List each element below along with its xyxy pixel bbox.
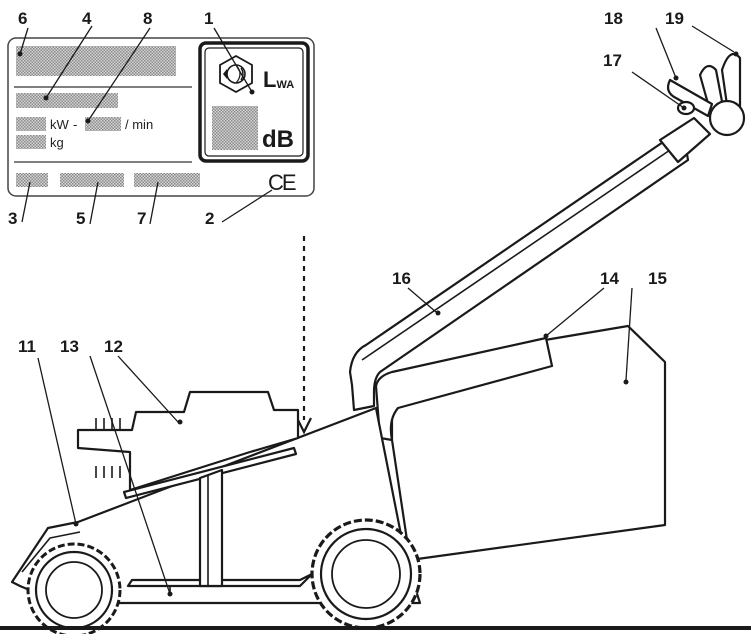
manufacturer-field: [16, 46, 176, 76]
grass-catcher-bag: [374, 324, 667, 562]
callout-3: 3: [8, 209, 17, 228]
callout-8: 8: [143, 9, 152, 28]
callout-4: 4: [82, 9, 92, 28]
weight-field: [16, 135, 46, 149]
ce-mark: CE: [268, 170, 296, 195]
engine-cooling-fins: [95, 418, 121, 478]
power-unit-label: kW: [50, 117, 70, 132]
callout-13: 13: [60, 337, 79, 356]
callout-5: 5: [76, 209, 85, 228]
callout-11: 11: [18, 337, 36, 356]
callout-numbers: 1 2 3 4 5 6 7 8 11 13 12 14 15 16 17 18 …: [8, 9, 684, 356]
callout-15: 15: [648, 269, 667, 288]
plate-location-arrow: [296, 236, 312, 435]
control-levers: [666, 52, 746, 137]
noise-level-box: LWA dB: [198, 41, 310, 163]
callout-1: 1: [204, 9, 213, 28]
lawnmower-illustration: [0, 52, 751, 634]
callout-19: 19: [665, 9, 684, 28]
sound-level-field: [212, 106, 258, 150]
callout-17: 17: [603, 51, 622, 70]
speed-unit-label: / min: [125, 117, 153, 132]
data-plate: kW - / min kg LWA dB CE: [7, 37, 315, 197]
callout-16: 16: [392, 269, 411, 288]
leader-lines: [17, 25, 739, 597]
model-field: [16, 93, 118, 108]
weight-unit-label: kg: [50, 135, 64, 150]
callout-6: 6: [18, 9, 27, 28]
svg-text:-: -: [73, 117, 77, 132]
serial-field: [16, 173, 48, 187]
year-field: [60, 173, 124, 187]
lwa-label: LWA: [263, 67, 294, 92]
db-label: dB: [262, 126, 294, 153]
handle-bar: [348, 116, 712, 412]
engine: [76, 390, 300, 588]
code-field: [134, 173, 200, 187]
rear-wheel: [310, 518, 422, 630]
callout-14: 14: [600, 269, 619, 288]
speed-field: [85, 117, 121, 131]
front-wheel: [26, 542, 122, 634]
callout-7: 7: [137, 209, 146, 228]
power-field: [16, 117, 46, 131]
callout-12: 12: [104, 337, 123, 356]
callout-2: 2: [205, 209, 214, 228]
callout-18: 18: [604, 9, 623, 28]
